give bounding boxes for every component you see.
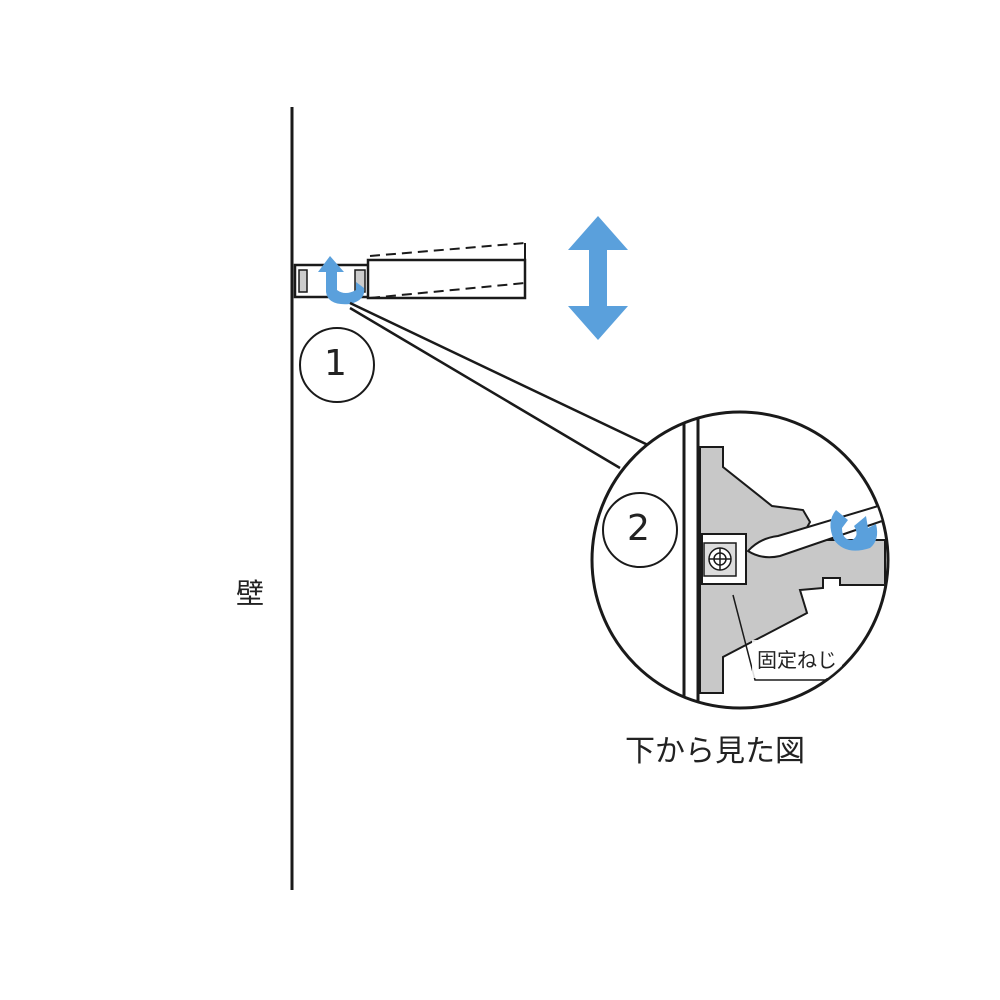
fixing-screw-label: 固定ねじ — [757, 648, 837, 672]
callout-line — [349, 301, 649, 447]
rotate-arrow-icon — [830, 510, 878, 551]
step1-badge — [299, 327, 375, 403]
leader-line — [732, 594, 840, 681]
callout-line — [349, 306, 621, 470]
step2-label: 2 — [627, 508, 650, 549]
step1-label: 1 — [324, 343, 347, 384]
wall-label: 壁 — [236, 577, 265, 610]
up-down-arrow-icon — [568, 216, 628, 340]
bracket-top-view — [699, 446, 886, 694]
view-from-below-label: 下から見た図 — [625, 734, 805, 769]
rotate-arrow-icon — [318, 256, 365, 305]
fixing-screw-icon — [708, 547, 732, 571]
step2-badge — [602, 492, 678, 568]
